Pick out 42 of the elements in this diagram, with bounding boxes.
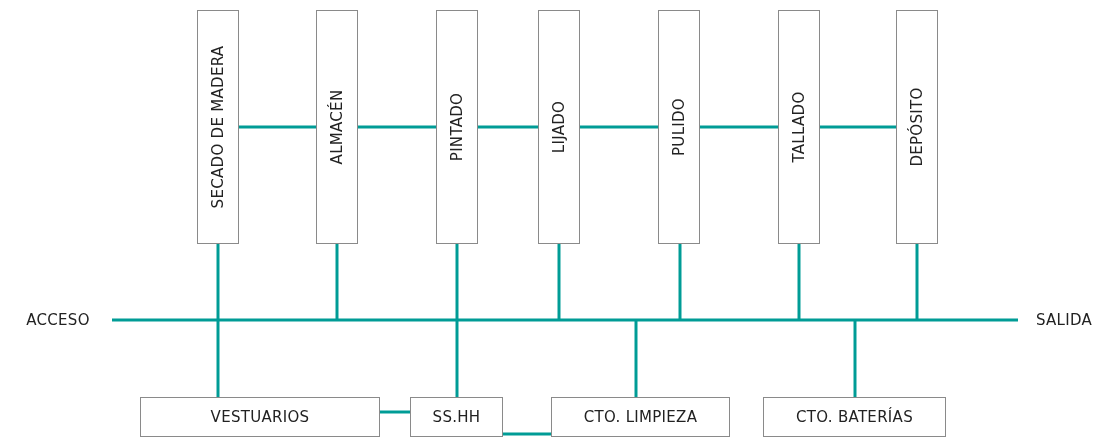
connector-line xyxy=(216,244,220,397)
connector-line xyxy=(797,244,801,320)
area-label: TALLADO xyxy=(790,91,808,163)
room-box xyxy=(410,397,503,437)
connector-line xyxy=(580,125,658,129)
connector-line xyxy=(478,125,538,129)
room-box xyxy=(551,397,730,437)
room-box xyxy=(140,397,380,437)
connector-line xyxy=(239,125,316,129)
entry-label: ACCESO xyxy=(26,311,90,329)
connector-line xyxy=(820,125,896,129)
area-box xyxy=(197,10,239,244)
area-label: PINTADO xyxy=(448,92,466,162)
area-label: SECADO DE MADERA xyxy=(209,45,227,209)
area-box xyxy=(658,10,700,244)
area-box xyxy=(896,10,938,244)
area-label: SS.HH xyxy=(432,408,481,426)
connector-line xyxy=(455,244,459,397)
area-label: DEPÓSITO xyxy=(908,87,926,167)
area-box xyxy=(538,10,580,244)
area-label: CTO. BATERÍAS xyxy=(796,408,913,426)
connector-line xyxy=(358,125,436,129)
area-label: VESTUARIOS xyxy=(210,408,310,426)
connector-line xyxy=(503,432,551,436)
area-box xyxy=(436,10,478,244)
connector-line xyxy=(700,125,778,129)
area-label: PULIDO xyxy=(670,98,688,156)
connector-line xyxy=(678,244,682,320)
entry-label: SALIDA xyxy=(1035,311,1093,329)
connector-line xyxy=(853,320,857,397)
connector-line xyxy=(112,318,1018,322)
area-label: LIJADO xyxy=(550,100,568,154)
connector-line xyxy=(335,244,339,320)
area-label: CTO. LIMPIEZA xyxy=(583,408,698,426)
area-box xyxy=(778,10,820,244)
area-box xyxy=(316,10,358,244)
connector-line xyxy=(380,410,410,414)
connector-line xyxy=(634,320,638,397)
connector-line xyxy=(915,244,919,320)
connector-line xyxy=(557,244,561,320)
room-box xyxy=(763,397,946,437)
area-label: ALMACÉN xyxy=(328,89,346,165)
